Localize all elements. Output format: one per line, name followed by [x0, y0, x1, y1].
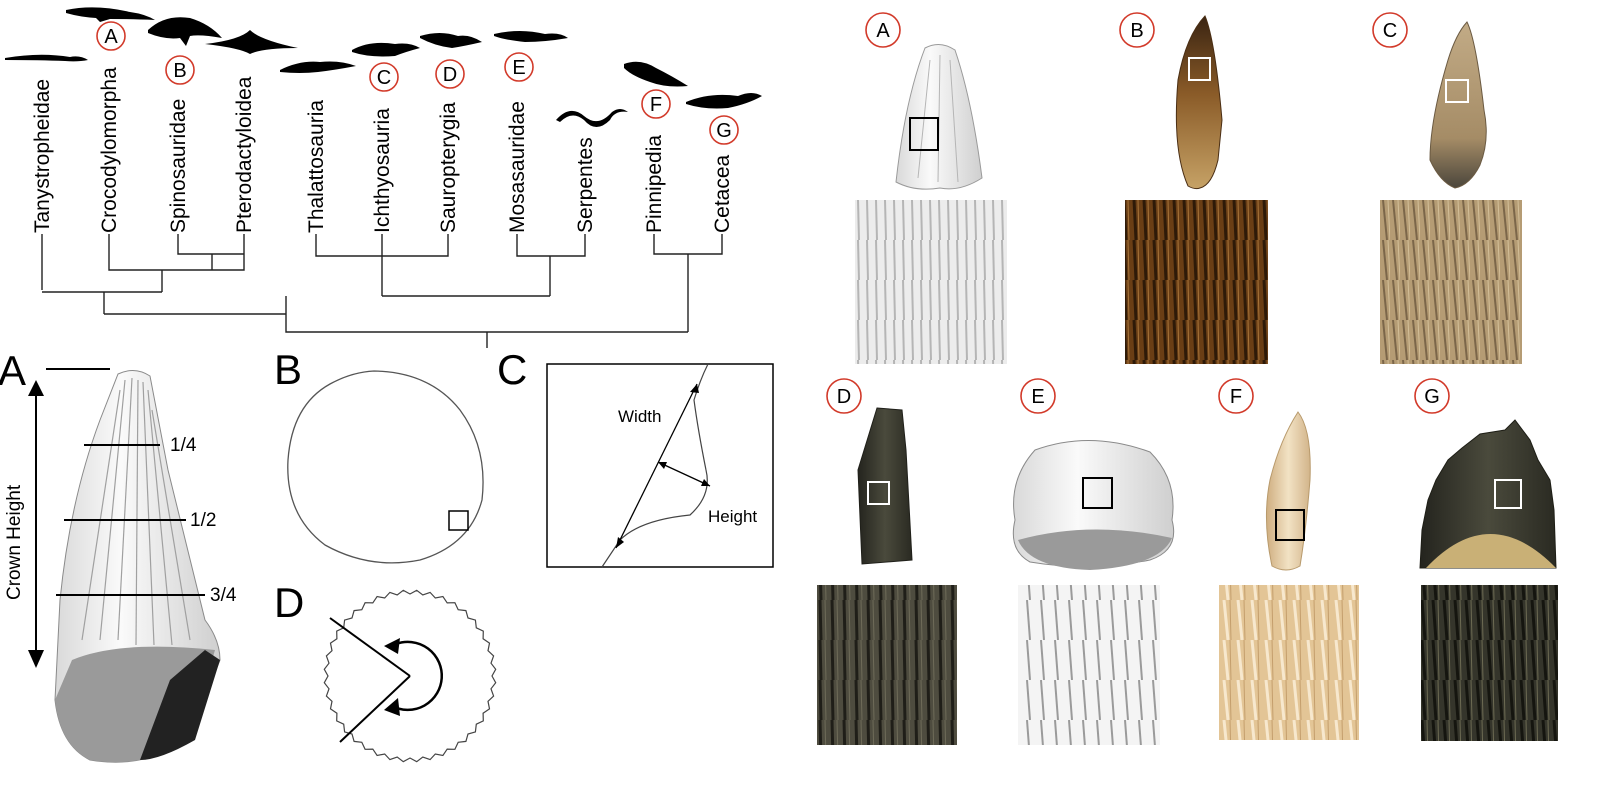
taxon-label: Pterodactyloidea	[233, 76, 256, 233]
specimen-a: A	[855, 12, 1007, 364]
taxon-label: Tanystropheidae	[31, 79, 54, 233]
animal-silhouettes	[5, 7, 762, 127]
specimen-d: D	[817, 378, 957, 745]
specimen-c: C	[1372, 12, 1522, 364]
specimen-letter: A	[876, 20, 890, 42]
angle-circle-outline	[323, 589, 497, 763]
arrow-icon	[384, 698, 400, 716]
specimen-e: E	[1012, 378, 1175, 745]
panel-letter-c: C	[497, 346, 527, 393]
taxon-marker-letter: D	[443, 64, 457, 86]
specimen-f: F	[1218, 378, 1359, 740]
cetacean-silhouette-icon	[686, 93, 762, 109]
height-label: Height	[708, 507, 757, 526]
taxon-marker-circle	[435, 59, 465, 89]
detail-frame	[546, 363, 774, 568]
specimen-g: G	[1414, 378, 1558, 741]
taxon-label: Serpentes	[574, 137, 597, 233]
fraction-label: 3/4	[210, 585, 237, 606]
method-panel-c: C Width Height	[497, 346, 774, 568]
fraction-label: 1/4	[170, 435, 197, 456]
arrow-icon	[384, 638, 400, 654]
taxon-marker-circle	[641, 89, 671, 119]
taxon-marker-circle	[709, 115, 739, 145]
taxon-label: Crocodylomorpha	[98, 67, 121, 233]
arrow-down-icon	[28, 650, 44, 668]
taxon-label: Sauropterygia	[437, 102, 460, 233]
method-panel-d: D	[274, 579, 497, 763]
taxon-marker-letter: B	[173, 60, 186, 82]
taxon-marker-letter: C	[377, 67, 391, 89]
thalattosaur-silhouette-icon	[280, 61, 356, 73]
width-label: Width	[618, 407, 661, 426]
taxon-label: Pinnipedia	[643, 135, 666, 233]
snake-silhouette-icon	[556, 109, 628, 127]
taxon-marker-letter: A	[104, 26, 118, 48]
method-panel-b: B	[274, 346, 484, 564]
specimen-letter: C	[1383, 20, 1397, 42]
crocodylomorph-silhouette-icon	[66, 7, 155, 22]
taxon-label: Thalattosauria	[305, 100, 328, 233]
taxon-marker-circle	[96, 21, 126, 51]
plesiosaur-silhouette-icon	[420, 33, 482, 48]
mosasaur-silhouette-icon	[494, 31, 568, 42]
panel-letter-b: B	[274, 346, 302, 393]
taxon-label: Ichthyosauria	[371, 108, 394, 233]
taxon-marker-letter: E	[512, 57, 525, 79]
taxon-marker-circle	[165, 55, 195, 85]
taxon-label: Spinosauridae	[167, 99, 190, 233]
crown-height-label: Crown Height	[4, 484, 25, 600]
detail-box	[448, 510, 469, 531]
specimen-letter: E	[1031, 386, 1044, 408]
specimen-b: B	[1119, 12, 1268, 364]
taxon-marker-letter: G	[716, 120, 732, 142]
panel-letter-d: D	[274, 579, 304, 626]
specimen-letter: G	[1424, 386, 1440, 408]
taxon-marker-circle	[369, 62, 399, 92]
taxon-label: Mosasauridae	[506, 101, 529, 233]
cladogram: Tanystropheidae Crocodylomorpha A Spinosaur…	[5, 7, 762, 348]
fraction-label: 1/2	[190, 510, 216, 531]
taxon-marker-circle	[504, 52, 534, 82]
cross-section-outline	[287, 370, 484, 564]
ichthyosaur-silhouette-icon	[352, 42, 420, 57]
tooth-specimen-drawing	[54, 370, 221, 763]
taxon-marker-letter: F	[650, 94, 662, 116]
arrow-up-icon	[28, 380, 44, 396]
method-panel-a: A Crown Height 1/4 1/2 3/4	[0, 347, 237, 763]
specimen-letter: B	[1130, 20, 1143, 42]
pterosaur-silhouette-icon	[205, 30, 298, 54]
specimen-letter: D	[837, 386, 851, 408]
taxon-label: Cetacea	[711, 154, 734, 233]
panel-letter-a: A	[0, 347, 26, 394]
tanystropheid-silhouette-icon	[5, 54, 88, 62]
specimen-letter: F	[1230, 386, 1242, 408]
spinosaurid-silhouette-icon	[148, 17, 222, 46]
specimen-grid: A B C D	[817, 12, 1558, 745]
pinniped-silhouette-icon	[624, 61, 688, 87]
